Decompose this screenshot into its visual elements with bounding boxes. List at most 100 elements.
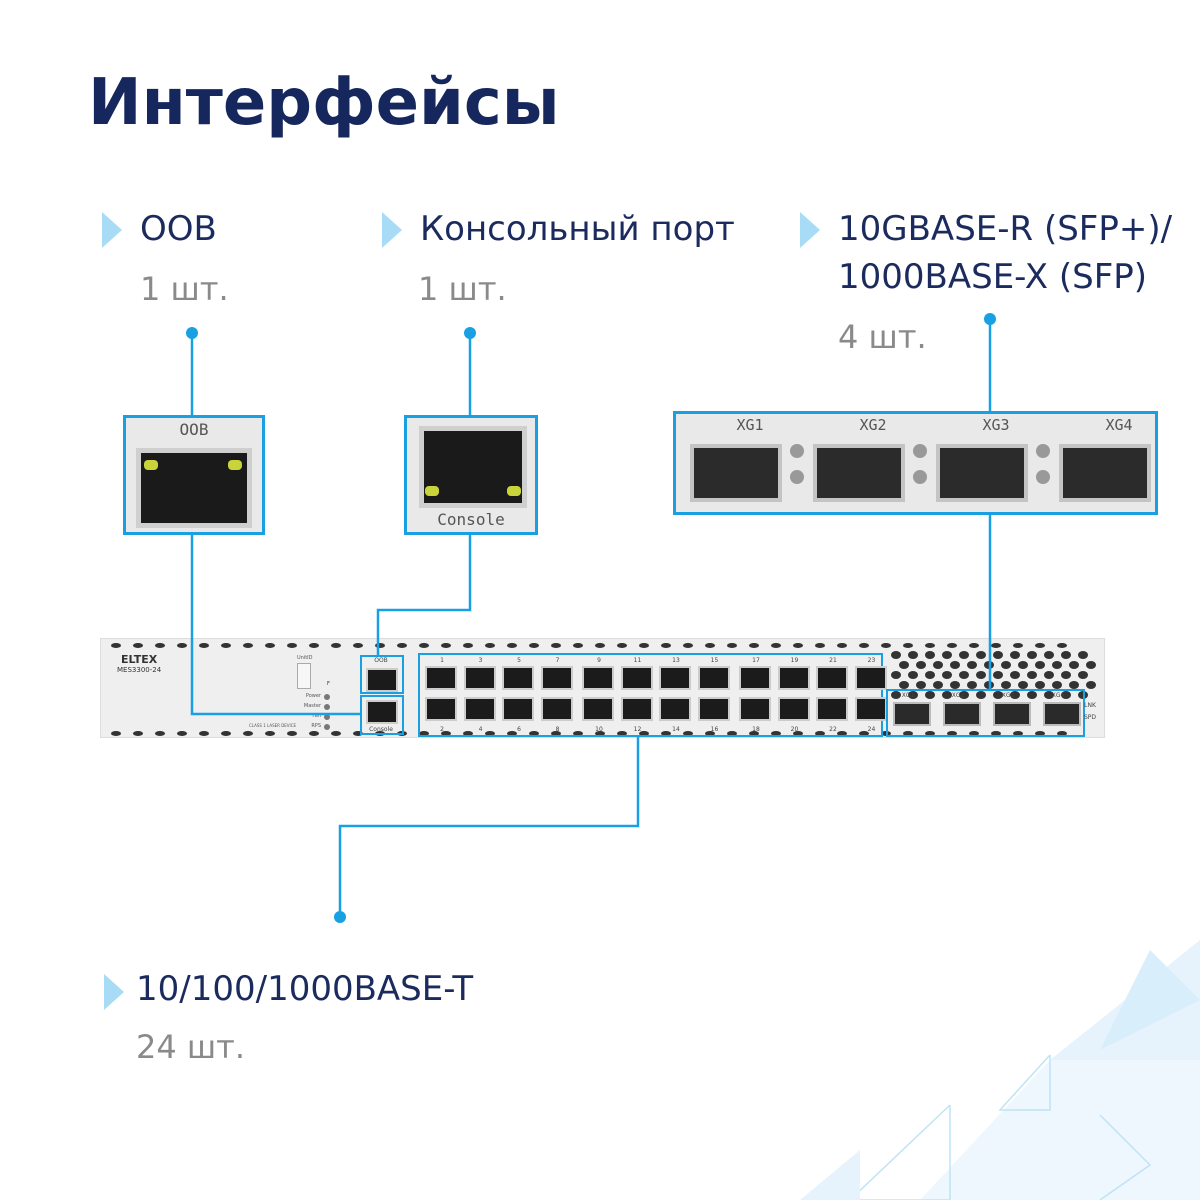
vent-hole: [976, 651, 986, 659]
port-number-label: 9: [597, 657, 601, 664]
port-number-label: 13: [672, 657, 680, 664]
laser-warning: CLASS 1 LASER DEVICE: [249, 723, 297, 728]
vent-hole: [639, 643, 649, 648]
oob-label: OOB: [140, 209, 217, 249]
port-number-label: 22: [829, 726, 837, 733]
vent-hole: [925, 671, 935, 679]
vent-hole: [1018, 681, 1028, 689]
rj45-port: [620, 697, 653, 721]
vent-hole: [859, 731, 869, 736]
vent-hole: [1035, 661, 1045, 669]
sfp-closeup-label: XG2: [859, 416, 887, 434]
sfp-port: [893, 702, 931, 726]
sfp-count: 4 шт.: [838, 318, 927, 356]
sfp-cage: [1059, 444, 1151, 502]
rj45-port: [582, 697, 614, 721]
vent-hole: [1018, 661, 1028, 669]
vent-hole: [111, 643, 121, 648]
port-number-label: 21: [829, 657, 837, 664]
vent-hole: [111, 731, 121, 736]
vent-hole: [749, 731, 759, 736]
page-title: Интерфейсы: [88, 66, 560, 140]
vent-hole: [287, 731, 297, 736]
model-label: MES3300-24: [117, 666, 162, 674]
rj45-port: [463, 697, 496, 721]
vent-hole: [1001, 661, 1011, 669]
vent-hole: [859, 643, 869, 648]
console-port-label: Console: [369, 726, 393, 733]
port-number-label: 10: [595, 726, 603, 733]
vent-hole: [891, 651, 901, 659]
oob-closeup: OOB: [123, 415, 265, 535]
sfp-closeup-label: XG1: [736, 416, 764, 434]
vent-hole: [133, 643, 143, 648]
vent-hole: [155, 731, 165, 736]
sfp-port: [993, 702, 1031, 726]
rj45-port: [816, 666, 848, 690]
sfp-label-1: 10GBASE-R (SFP+)/: [838, 209, 1173, 249]
vent-hole: [837, 643, 847, 648]
vent-hole: [243, 731, 253, 736]
vent-hole: [243, 643, 253, 648]
vent-hole: [991, 731, 1001, 736]
lnk-label: LNK: [1084, 702, 1096, 709]
status-led: [913, 470, 927, 484]
vent-hole: [529, 731, 539, 736]
vent-hole: [933, 661, 943, 669]
vent-hole: [947, 731, 957, 736]
vent-hole: [771, 643, 781, 648]
vent-hole: [463, 643, 473, 648]
vent-hole: [969, 731, 979, 736]
vent-hole: [309, 643, 319, 648]
vent-hole: [1027, 691, 1037, 699]
vent-hole: [705, 643, 715, 648]
port-number-label: 11: [633, 657, 642, 664]
led-label: Master: [303, 703, 321, 709]
rj45-port: [739, 697, 771, 721]
vent-hole: [1086, 661, 1096, 669]
rj45-port: [540, 697, 573, 721]
rj45-label: 10/100/1000BASE-T: [136, 969, 474, 1009]
vent-hole: [661, 731, 671, 736]
vent-hole: [375, 643, 385, 648]
vent-hole: [507, 643, 517, 648]
vent-hole: [991, 643, 1001, 648]
vent-hole: [815, 731, 825, 736]
vent-hole: [529, 643, 539, 648]
vent-hole: [793, 643, 803, 648]
vent-hole: [771, 731, 781, 736]
vent-hole: [749, 643, 759, 648]
vent-hole: [463, 731, 473, 736]
sfp-highlight: [886, 689, 1085, 737]
vent-hole: [969, 643, 979, 648]
rj45-port: [697, 697, 730, 721]
console-label: Консольный порт: [420, 209, 735, 249]
rj45-port: [425, 697, 457, 721]
rj45-port: [540, 666, 573, 690]
rj45-port: [854, 666, 887, 690]
vent-hole: [639, 731, 649, 736]
vent-hole: [353, 731, 363, 736]
led-label: Power: [305, 693, 321, 699]
port-number-label: 18: [752, 726, 760, 733]
port-number-label: 16: [710, 726, 719, 733]
vent-hole: [419, 643, 429, 648]
vent-hole: [993, 651, 1003, 659]
vent-hole: [727, 643, 737, 648]
vent-hole: [1010, 651, 1020, 659]
rj45-port: [739, 666, 771, 690]
vent-hole: [485, 731, 495, 736]
vent-hole: [397, 643, 407, 648]
spd-label: SPD: [1083, 714, 1097, 721]
vent-hole: [967, 661, 977, 669]
vent-hole: [959, 651, 969, 659]
status-led: [790, 444, 804, 458]
vent-hole: [177, 731, 187, 736]
sfp-port: [943, 702, 981, 726]
vent-hole: [916, 681, 926, 689]
rj45-port: [777, 666, 810, 690]
rj45-port: [816, 697, 848, 721]
sfp-cage: [813, 444, 905, 502]
vent-hole: [441, 731, 451, 736]
